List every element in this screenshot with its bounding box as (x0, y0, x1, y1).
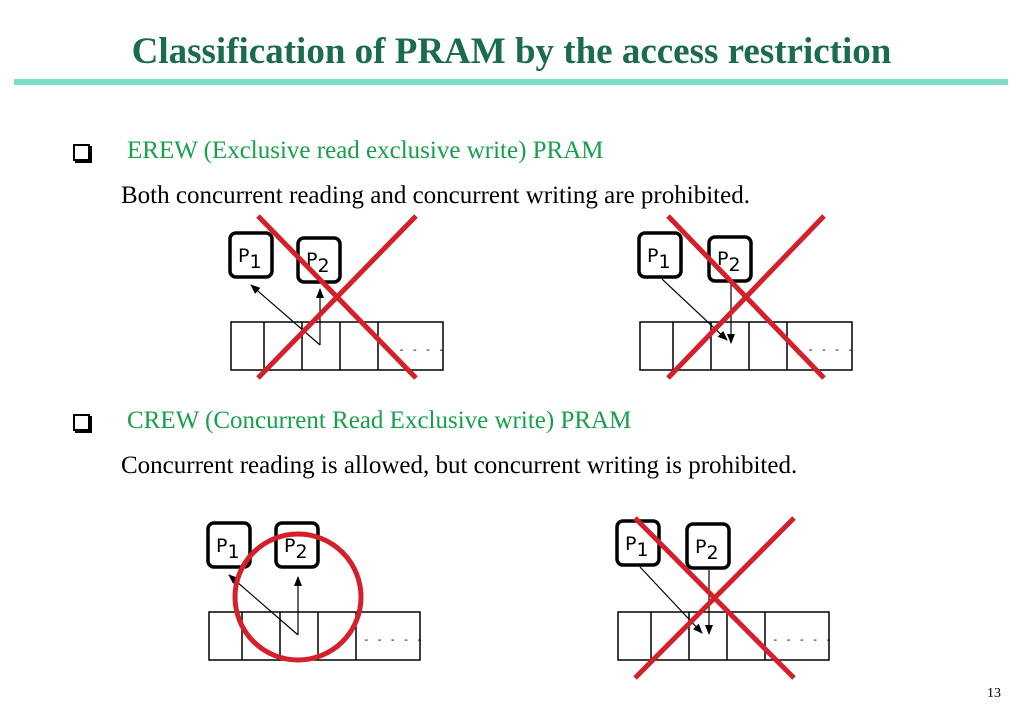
processor-p2: P2 (707, 235, 753, 283)
processor-p1: P1 (637, 231, 683, 279)
read-arrow (228, 574, 299, 636)
processor-p2: P2 (274, 521, 320, 569)
processor-label: P1 (216, 535, 240, 563)
title-underline (14, 79, 1008, 85)
processor-label: P2 (306, 249, 330, 277)
bullet-icon (73, 414, 90, 431)
slide-title: Classification of PRAM by the access res… (131, 31, 892, 72)
processor-label: P1 (238, 245, 262, 273)
memory-array: - - - - - (639, 321, 854, 371)
diagram-crew-concurrent-write: - - - - - P1 P2 (615, 516, 832, 680)
diagram-erew-concurrent-write: - - - - - P1 P2 (637, 214, 854, 380)
section-heading-crew: CREW (Concurrent Read Exclusive write) P… (127, 407, 632, 434)
processor-p2: P2 (685, 522, 731, 570)
memory-ellipsis: - - - - - (794, 343, 854, 356)
write-arrow (661, 278, 728, 341)
processor-label: P2 (284, 535, 308, 563)
page-number: 13 (987, 686, 1001, 701)
memory-array: - - - - - (230, 321, 445, 371)
prohibited-cross-icon (256, 214, 418, 380)
section-description-crew: Concurrent reading is allowed, but concu… (121, 452, 798, 479)
bullet-icon (73, 144, 90, 161)
processor-label: P2 (717, 248, 741, 276)
processor-p1: P1 (206, 521, 252, 569)
processor-label: P2 (695, 536, 719, 564)
diagram-crew-concurrent-read: - - - - - P1 P2 (206, 521, 423, 663)
memory-ellipsis: - - - - - (385, 343, 445, 356)
prohibited-cross-icon (633, 516, 796, 680)
memory-ellipsis: - - - - - (772, 633, 832, 646)
processor-p1: P1 (615, 519, 661, 567)
memory-array: - - - - - (617, 611, 832, 661)
diagram-erew-concurrent-read: - - - - - P1 P2 (228, 214, 445, 380)
section-description-erew: Both concurrent reading and concurrent w… (121, 182, 750, 209)
processor-label: P1 (625, 533, 649, 561)
allowed-circle-icon (232, 531, 364, 663)
section-heading-erew: EREW (Exclusive read exclusive write) PR… (127, 137, 604, 164)
processor-label: P1 (647, 245, 671, 273)
read-arrow (250, 284, 321, 346)
prohibited-cross-icon (666, 214, 826, 380)
memory-ellipsis: - - - - - (363, 633, 423, 646)
processor-p1: P1 (228, 231, 274, 279)
